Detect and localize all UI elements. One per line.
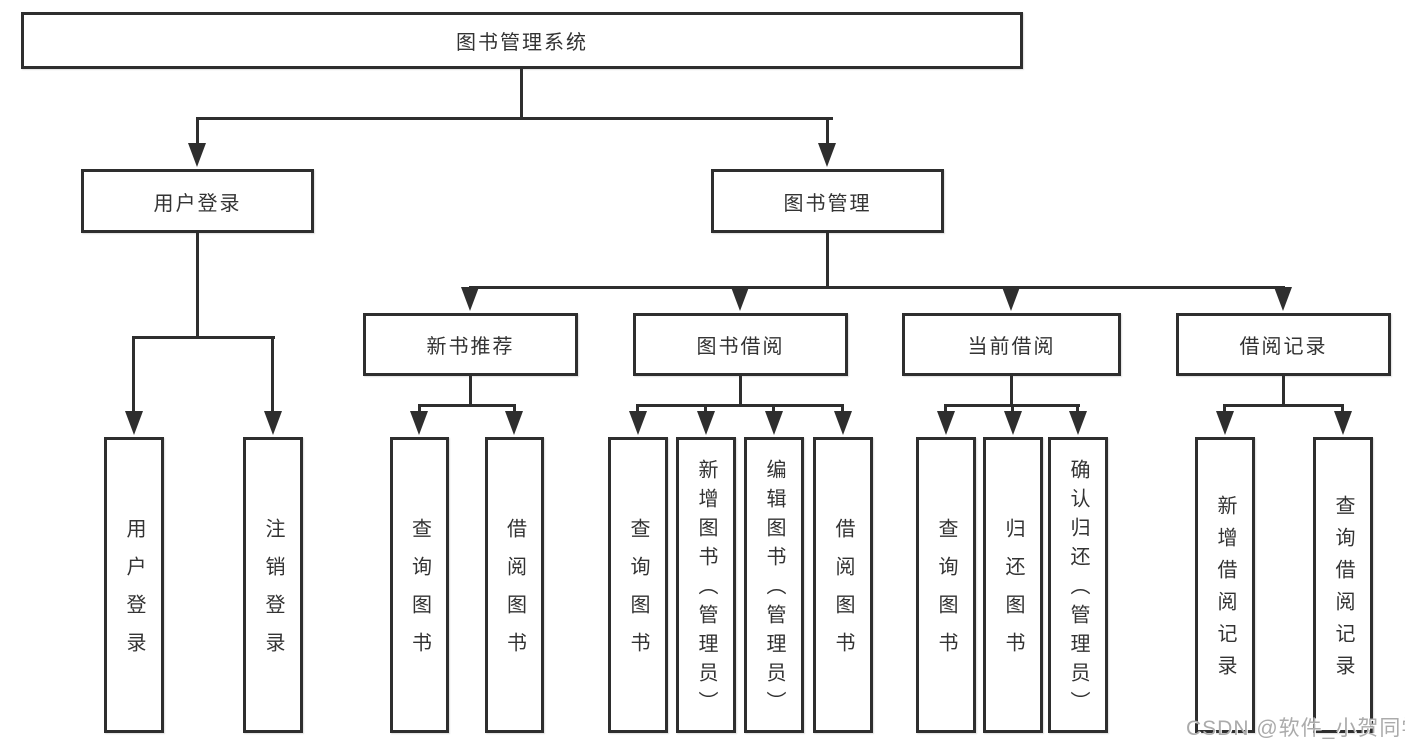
connector-shaft [196, 117, 199, 145]
arrow-down-icon [1069, 411, 1087, 435]
connector-shaft [826, 117, 829, 145]
arrow-down-icon [505, 411, 523, 435]
arrow-down-icon [818, 143, 836, 167]
node-book-borrow: 图书借阅 [633, 313, 848, 376]
leaf-borrow-books-1: 借阅图书 [485, 437, 544, 733]
leaf-add-borrow-record-label: 新增借阅记录 [1214, 495, 1236, 687]
arrow-down-icon [1334, 411, 1352, 435]
leaf-logout: 注销登录 [243, 437, 303, 733]
connector-shaft [704, 404, 707, 416]
connector-shaft [1011, 404, 1014, 416]
connector-hline [636, 404, 844, 407]
node-new-book-recommend-label: 新书推荐 [426, 336, 515, 358]
node-root-label: 图书管理系统 [456, 32, 588, 54]
node-book-management: 图书管理 [711, 169, 944, 233]
connector-shaft [944, 404, 947, 416]
leaf-edit-books-admin: 编辑图书（管理员） [744, 437, 804, 733]
leaf-query-borrow-record: 查询借阅记录 [1313, 437, 1373, 733]
arrow-down-icon [834, 411, 852, 435]
leaf-return-books: 归还图书 [983, 437, 1043, 733]
connector-hline [469, 286, 1285, 289]
connector-stem [469, 375, 472, 407]
leaf-query-books-1-label: 查询图书 [408, 518, 431, 670]
csdn-watermark: CSDN @软件_小贺同学 [1186, 717, 1405, 740]
connector-shaft [513, 404, 516, 416]
leaf-query-books-3: 查询图书 [916, 437, 976, 733]
leaf-query-books-1: 查询图书 [390, 437, 449, 733]
connector-hline [418, 404, 516, 407]
arrow-down-icon [765, 411, 783, 435]
leaf-user-login: 用户登录 [104, 437, 164, 733]
connector-shaft [841, 404, 844, 416]
leaf-add-books-admin: 新增图书（管理员） [676, 437, 736, 733]
leaf-borrow-books-1-label: 借阅图书 [503, 518, 526, 670]
arrow-down-icon [125, 411, 143, 435]
arrow-down-icon [264, 411, 282, 435]
leaf-logout-label: 注销登录 [262, 518, 284, 670]
arrow-down-icon [697, 411, 715, 435]
arrow-down-icon [1274, 287, 1292, 311]
leaf-return-books-label: 归还图书 [1002, 518, 1024, 670]
connector-stem [1010, 375, 1013, 407]
node-new-book-recommend: 新书推荐 [363, 313, 578, 376]
leaf-query-books-2: 查询图书 [608, 437, 668, 733]
connector-shaft [1223, 404, 1226, 416]
leaf-query-borrow-record-label: 查询借阅记录 [1332, 495, 1354, 687]
connector-shaft [1076, 404, 1079, 416]
leaf-borrow-books-2: 借阅图书 [813, 437, 873, 733]
connector-shaft [271, 336, 274, 414]
leaf-confirm-return-admin: 确认归还（管理员） [1048, 437, 1108, 733]
connector-shaft [772, 404, 775, 416]
arrow-down-icon [1004, 411, 1022, 435]
connector-shaft [132, 336, 135, 414]
leaf-edit-books-admin-label: 编辑图书（管理员） [763, 459, 785, 720]
connector-stem [826, 233, 829, 289]
arrow-down-icon [410, 411, 428, 435]
node-user-login-label: 用户登录 [153, 192, 242, 215]
arrow-down-icon [629, 411, 647, 435]
connector-stem [1282, 375, 1285, 407]
connector-stem [196, 233, 199, 337]
arrow-down-icon [1002, 287, 1020, 311]
node-root: 图书管理系统 [21, 12, 1023, 69]
node-book-management-label: 图书管理 [783, 192, 872, 215]
leaf-add-borrow-record: 新增借阅记录 [1195, 437, 1255, 733]
arrow-down-icon [937, 411, 955, 435]
arrow-down-icon [731, 287, 749, 311]
arrow-down-icon [461, 287, 479, 311]
node-user-login: 用户登录 [81, 169, 314, 233]
connector-shaft [1341, 404, 1344, 416]
connector-shaft [636, 404, 639, 416]
arrow-down-icon [188, 143, 206, 167]
leaf-user-login-label: 用户登录 [123, 518, 145, 670]
node-borrow-records-label: 借阅记录 [1239, 336, 1328, 358]
connector-root-hline [196, 117, 833, 120]
connector-shaft [418, 404, 421, 416]
leaf-query-books-3-label: 查询图书 [935, 518, 957, 670]
node-borrow-records: 借阅记录 [1176, 313, 1391, 376]
connector-hline [1223, 404, 1344, 407]
leaf-query-books-2-label: 查询图书 [627, 518, 649, 670]
connector-root-stem [520, 68, 523, 119]
node-book-borrow-label: 图书借阅 [696, 336, 785, 358]
connector-stem [739, 375, 742, 407]
node-current-borrow-label: 当前借阅 [967, 336, 1056, 358]
node-current-borrow: 当前借阅 [902, 313, 1121, 376]
connector-hline [132, 336, 275, 339]
leaf-borrow-books-2-label: 借阅图书 [832, 518, 854, 670]
leaf-add-books-admin-label: 新增图书（管理员） [695, 459, 717, 720]
leaf-confirm-return-admin-label: 确认归还（管理员） [1067, 459, 1089, 720]
arrow-down-icon [1216, 411, 1234, 435]
